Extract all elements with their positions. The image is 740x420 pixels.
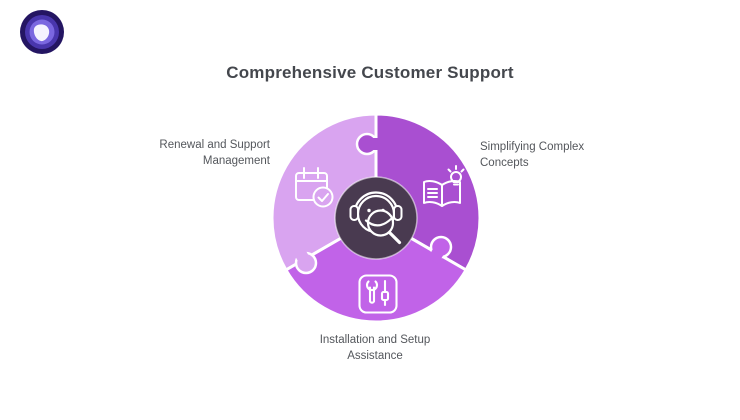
segment-label-line: Renewal and Support [159,139,270,151]
brand-logo[interactable] [19,9,65,55]
segment-label-line: Assistance [347,350,403,362]
calendar-check-icon [295,167,334,208]
segment-label-line: Concepts [480,157,529,169]
segment-label-line: Management [202,155,270,167]
puzzle-diagram-svg [270,112,482,324]
support-agent-magnifier-icon [349,191,403,245]
segment-installation-wedge [284,216,468,324]
page-title: Comprehensive Customer Support [226,63,514,82]
book-lightbulb-icon [423,165,465,207]
segment-label-line: Installation and Setup [319,334,431,346]
segment-label-simplifying: Simplifying Complex Concepts [480,139,650,171]
puzzle-knob-bottom-right-neck [427,245,446,264]
segment-label-renewal: Renewal and Support Management [100,137,270,169]
puzzle-knob-top-neck [369,138,380,150]
logo-pick-icon [33,24,50,42]
puzzle-diagram [266,107,486,327]
tools-icon [358,274,398,314]
segment-label-line: Simplifying Complex [480,141,585,153]
segment-label-installation: Installation and Setup Assistance [285,332,465,364]
puzzle-knob-bottom-left-neck [292,246,311,265]
